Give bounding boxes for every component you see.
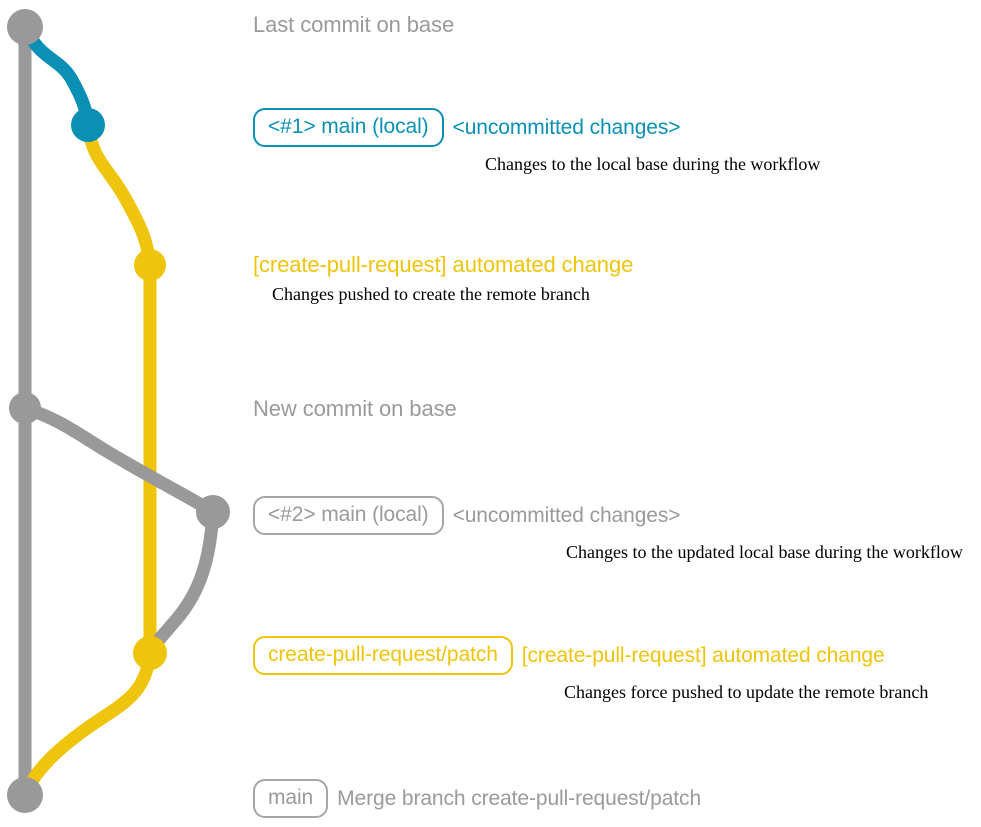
branch-line-updated-local (18, 401, 220, 519)
annotation-head: <#1> main (local) <uncommitted changes> (253, 108, 820, 147)
ref-pill-main-local-1[interactable]: <#1> main (local) (253, 108, 444, 147)
annotation-head: main Merge branch create-pull-request/pa… (253, 779, 701, 818)
annotation-head: New commit on base (253, 396, 457, 421)
commit-subject: [create-pull-request] automated change (253, 252, 634, 277)
commit-nodes (7, 9, 230, 813)
commit-subject: <uncommitted changes> (452, 115, 681, 139)
ref-pill-main[interactable]: main (253, 779, 329, 818)
commit-annotation-last-commit-on-base: Last commit on base (253, 12, 454, 37)
branch-line-remote-merge (18, 646, 157, 802)
commit-annotation-local-1: <#1> main (local) <uncommitted changes> … (253, 108, 820, 175)
commit-subject: Last commit on base (253, 12, 455, 37)
commit-annotation-automated-change-create: [create-pull-request] automated change C… (253, 252, 633, 305)
commit-description: Changes force pushed to update the remot… (564, 682, 929, 702)
commit-description: Changes pushed to create the remote bran… (272, 284, 590, 304)
annotation-head: <#2> main (local) <uncommitted changes> (253, 496, 963, 535)
commit-subject: <uncommitted changes> (452, 503, 681, 527)
ref-pill-create-pull-request-patch[interactable]: create-pull-request/patch (253, 636, 513, 675)
commit-annotation-merge: main Merge branch create-pull-request/pa… (253, 779, 701, 818)
commit-node-local-1[interactable] (71, 108, 105, 142)
commit-subject: [create-pull-request] automated change (521, 643, 885, 667)
commit-annotation-automated-change-update: create-pull-request/patch [create-pull-r… (253, 636, 928, 703)
commit-description: Changes to the updated local base during… (566, 542, 963, 562)
commit-node-remote-2[interactable] (133, 636, 167, 670)
commit-annotation-new-commit-on-base: New commit on base (253, 396, 457, 421)
commit-node-merge[interactable] (7, 777, 43, 813)
commit-subject: New commit on base (253, 396, 457, 421)
commit-subject: Merge branch create-pull-request/patch (337, 786, 702, 810)
ref-pill-main-local-2[interactable]: <#2> main (local) (253, 496, 444, 535)
commit-description: Changes to the local base during the wor… (485, 154, 821, 174)
commit-annotation-local-2: <#2> main (local) <uncommitted changes> … (253, 496, 963, 563)
annotation-head: create-pull-request/patch [create-pull-r… (253, 636, 928, 675)
branch-line-remote-upper (81, 118, 157, 272)
commit-node-local-2[interactable] (196, 495, 230, 529)
annotation-head: [create-pull-request] automated change (253, 252, 633, 277)
commit-node-base-head[interactable] (7, 9, 43, 45)
annotation-head: Last commit on base (253, 12, 454, 37)
commit-node-remote-1[interactable] (134, 249, 166, 281)
commit-node-base-new-commit[interactable] (9, 392, 41, 424)
